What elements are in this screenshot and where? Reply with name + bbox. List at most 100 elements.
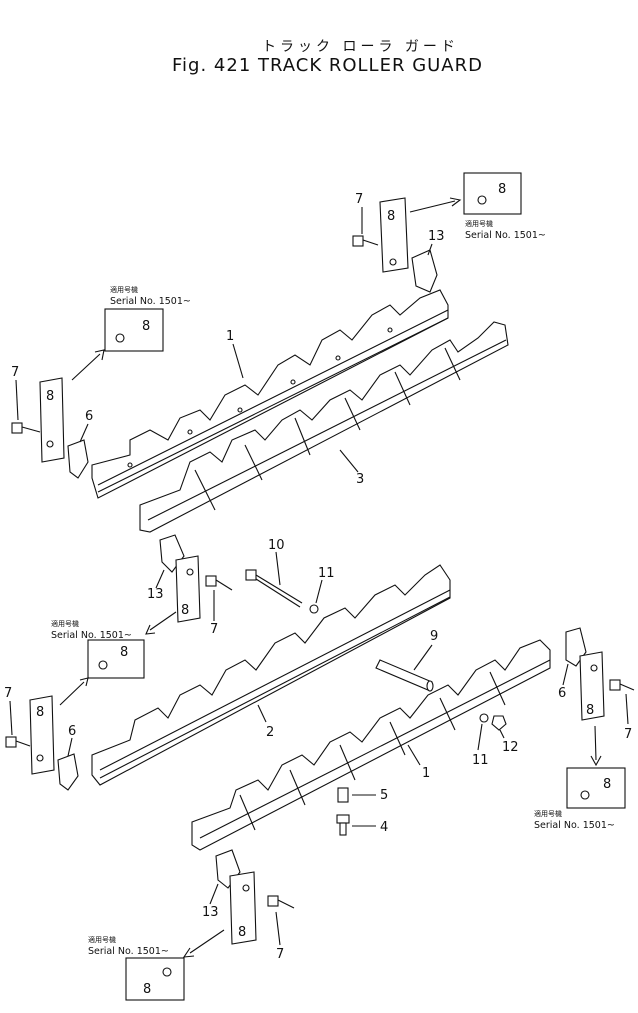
bracket-13-top [411, 249, 438, 293]
svg-text:8: 8 [143, 982, 151, 997]
figure-title-japanese: トラック ローラ ガード [262, 39, 459, 55]
svg-text:適用号機: 適用号機 [110, 285, 138, 294]
svg-text:7: 7 [4, 686, 12, 701]
plate-8-middle: 8 [175, 555, 201, 623]
plate-8-left-upper: 8 [39, 377, 65, 463]
svg-text:Serial No. 1501~: Serial No. 1501~ [88, 946, 169, 957]
svg-text:13: 13 [147, 587, 164, 602]
serial-box-bottom: 8 [125, 957, 185, 1001]
serial-note-left-upper: 適用号機 Serial No. 1501~ [110, 285, 191, 307]
svg-text:7: 7 [11, 365, 19, 380]
bolt-7-left-lower [5, 736, 31, 748]
callout-4: 4 [352, 820, 388, 835]
serial-note-right: 適用号機 Serial No. 1501~ [534, 809, 615, 831]
callout-3: 3 [339, 449, 364, 487]
bolt-7-right [609, 679, 635, 691]
svg-text:6: 6 [68, 724, 76, 739]
svg-text:8: 8 [498, 182, 506, 197]
callout-7-top: 7 [355, 192, 363, 234]
svg-text:9: 9 [430, 629, 438, 644]
serial-box-left-upper: 8 [104, 308, 164, 352]
callout-6-left-lower: 6 [67, 724, 76, 757]
callout-7-bottom: 7 [275, 911, 284, 962]
svg-text:6: 6 [558, 686, 566, 701]
bracket-6-left-lower [57, 753, 79, 791]
svg-text:7: 7 [210, 622, 218, 637]
arrow-top [409, 197, 462, 213]
svg-text:適用号機: 適用号機 [465, 219, 493, 228]
bushing-5 [337, 787, 349, 803]
bolt-7-left-upper [11, 422, 41, 434]
figure-title: Fig. 421 TRACK ROLLER GUARD [172, 55, 483, 76]
callout-1-top: 1 [226, 329, 244, 379]
arrow-bottom [182, 929, 225, 958]
guard-rail-2 [91, 564, 451, 786]
svg-text:8: 8 [120, 645, 128, 660]
callout-9: 9 [413, 629, 438, 671]
svg-text:8: 8 [36, 705, 44, 720]
svg-text:10: 10 [268, 538, 285, 553]
svg-text:8: 8 [387, 209, 395, 224]
svg-text:Serial No. 1501~: Serial No. 1501~ [465, 230, 546, 241]
svg-text:7: 7 [276, 947, 284, 962]
guard-rail-3-top [139, 321, 509, 533]
callout-11-top: 11 [315, 566, 335, 604]
plate-8-bottom: 8 [229, 871, 257, 945]
svg-text:11: 11 [472, 753, 489, 768]
callout-1-bottom: 1 [407, 744, 430, 781]
svg-text:6: 6 [85, 409, 93, 424]
svg-text:13: 13 [428, 229, 445, 244]
plate-8-right: 8 [579, 651, 605, 721]
serial-note-bottom: 適用号機 Serial No. 1501~ [88, 935, 169, 957]
svg-text:7: 7 [624, 727, 632, 742]
serial-note-top: 適用号機 Serial No. 1501~ [465, 219, 546, 241]
callout-7-middle: 7 [210, 590, 218, 637]
callout-10: 10 [268, 538, 285, 586]
nut-12 [491, 715, 507, 731]
bolt-7-bottom [267, 895, 295, 909]
washer-11-top [309, 604, 319, 614]
serial-box-middle: 8 [87, 639, 145, 679]
svg-text:8: 8 [586, 703, 594, 718]
serial-box-right: 8 [566, 767, 626, 809]
svg-text:Serial No. 1501~: Serial No. 1501~ [51, 630, 132, 641]
serial-box-top: 8 [463, 172, 522, 215]
callout-7-right: 7 [624, 693, 632, 742]
arrow-right [590, 725, 602, 767]
svg-text:13: 13 [202, 905, 219, 920]
serial-note-middle: 適用号機 Serial No. 1501~ [51, 619, 132, 641]
svg-text:8: 8 [142, 319, 150, 334]
callout-5: 5 [352, 788, 388, 803]
washer-11-bottom [479, 713, 489, 723]
callout-13-middle: 13 [147, 569, 165, 602]
svg-text:7: 7 [355, 192, 363, 207]
guard-rail-1-bottom [191, 639, 551, 851]
svg-text:1: 1 [422, 766, 430, 781]
callout-2: 2 [257, 704, 274, 740]
callout-13-top: 13 [427, 229, 445, 256]
callout-7-left-lower: 7 [4, 686, 13, 736]
arrow-middle-lower [59, 677, 89, 706]
svg-text:4: 4 [380, 820, 388, 835]
svg-text:2: 2 [266, 725, 274, 740]
bolt-7-middle [205, 575, 233, 591]
callout-7-left-upper: 7 [11, 365, 19, 421]
svg-text:8: 8 [181, 603, 189, 618]
svg-text:Serial No. 1501~: Serial No. 1501~ [534, 820, 615, 831]
svg-text:8: 8 [603, 777, 611, 792]
svg-text:8: 8 [46, 389, 54, 404]
bolt-10 [245, 569, 303, 608]
shaft-9 [375, 659, 434, 692]
bolt-4 [336, 814, 350, 836]
svg-text:1: 1 [226, 329, 234, 344]
bolt-7-top [352, 235, 379, 247]
svg-text:適用号機: 適用号機 [51, 619, 79, 628]
arrow-middle [145, 611, 177, 635]
callout-12: 12 [499, 729, 519, 755]
plate-8-left-lower: 8 [29, 695, 55, 775]
callout-13-bottom: 13 [202, 883, 219, 920]
svg-text:Serial No. 1501~: Serial No. 1501~ [110, 296, 191, 307]
callout-6-left-upper: 6 [79, 409, 93, 443]
svg-text:12: 12 [502, 740, 519, 755]
